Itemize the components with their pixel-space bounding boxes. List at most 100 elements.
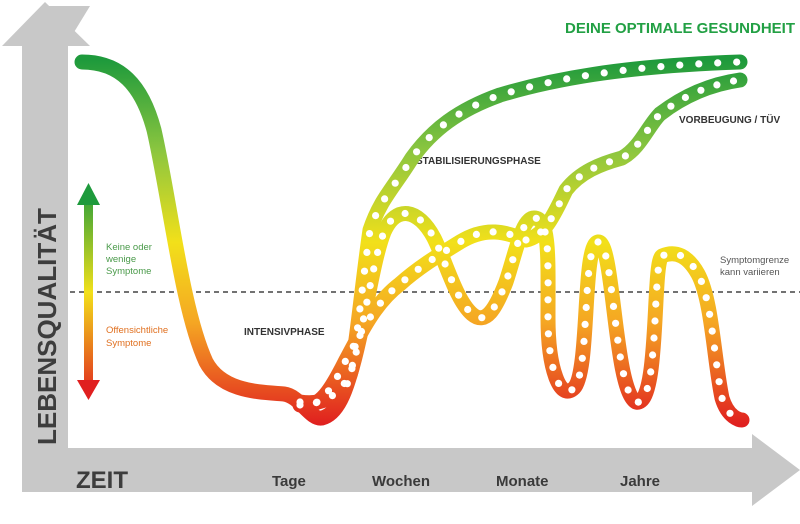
curve-dot (578, 354, 586, 362)
curve-dot (366, 313, 374, 321)
curve-dot (653, 283, 661, 291)
curve-dot (580, 337, 588, 345)
curve-dot (624, 386, 632, 394)
curve-dot (581, 320, 589, 328)
curve-dot (363, 298, 371, 306)
curve-dot (427, 229, 435, 237)
curve-dot (619, 66, 627, 74)
curve-dot (356, 305, 364, 313)
curve-dot (439, 121, 447, 129)
curve-dot (372, 212, 380, 220)
curve-dot (506, 230, 514, 238)
y-axis-arrow (22, 6, 90, 492)
curve-dot (544, 79, 552, 87)
curve-dot (638, 64, 646, 72)
curve-dot (653, 113, 662, 121)
curve-dot (702, 294, 710, 302)
curve-dot (541, 228, 549, 236)
curve-dot (733, 58, 741, 66)
curve-dot (522, 236, 530, 244)
phase-prevention-label: VORBEUGUNG / TÜV (679, 113, 780, 126)
curve-dot (544, 330, 553, 338)
phase-intensive-label: INTENSIVPHASE (244, 327, 325, 338)
curve-dot (514, 239, 522, 247)
axes (2, 2, 800, 506)
x-axis-arrow (22, 434, 800, 506)
curve-dot (376, 299, 384, 307)
curve-dot (650, 334, 658, 342)
threshold-note-line1: Symptomgrenze (720, 255, 789, 266)
curve-dot (391, 179, 399, 187)
y-axis-label: LEBENSQUALITÄT (32, 208, 62, 445)
curve-dot (401, 276, 409, 284)
x-tick-tage: Tage (272, 473, 306, 490)
curve-dot (401, 209, 409, 218)
x-tick-jahre: Jahre (620, 473, 660, 490)
curve-dot (370, 265, 378, 273)
curve-dot (643, 126, 652, 134)
x-axis-label: ZEIT (76, 467, 128, 494)
curve-dot (555, 379, 563, 387)
x-tick-monate: Monate (496, 473, 549, 490)
curve-dot (386, 217, 395, 225)
curve-dot (609, 302, 618, 310)
curve-dot (478, 314, 486, 322)
curve-dot (602, 252, 610, 260)
curve-dot (713, 81, 721, 89)
phase-stabilization-label: STABILISIERUNGSPHASE (416, 156, 541, 167)
curve-dot (654, 266, 662, 274)
curve-dots (296, 58, 741, 417)
curve-dot (435, 244, 443, 252)
curve-dot (402, 163, 410, 172)
curve-dot (547, 215, 555, 223)
curve-dot (544, 313, 552, 321)
x-tick-wochen: Wochen (372, 473, 430, 490)
curve-dot (587, 253, 595, 261)
curve-dot (657, 63, 665, 71)
curve-dot (607, 286, 616, 294)
curve-dot (660, 251, 668, 259)
curve-dot (689, 262, 697, 271)
curve-dot (616, 353, 624, 361)
curve-dot (726, 409, 734, 417)
curve-dot (667, 102, 675, 110)
curve-dot (708, 327, 716, 335)
legend-double-arrow (77, 183, 100, 400)
curve-dot (563, 75, 571, 83)
y-axis-arrowhead (2, 2, 90, 46)
curve-dot (621, 152, 630, 160)
curve-dot (428, 255, 436, 264)
curve-dot (356, 331, 364, 340)
curve-dot (544, 296, 552, 304)
curve-dot (378, 232, 387, 240)
curve-dot (544, 262, 552, 270)
curve-dot (585, 269, 593, 278)
curve-dot (352, 348, 360, 356)
curve-dot (649, 351, 657, 359)
curve-dot (697, 86, 705, 94)
curve-dot (643, 384, 651, 393)
curve-dot (729, 77, 738, 85)
curve-dot (634, 140, 642, 148)
curve-dot (715, 378, 723, 386)
curve-dot (549, 363, 557, 371)
curve-dot (718, 394, 726, 402)
curve-dot (575, 173, 583, 181)
curve-dot (414, 265, 422, 273)
curve-dot (457, 237, 465, 245)
curve-dot (333, 372, 342, 380)
curve-dot (464, 305, 472, 314)
curve-dot (681, 93, 690, 102)
curve-dot (365, 230, 374, 238)
curve-dot (472, 230, 480, 238)
curve-dot (555, 200, 563, 208)
curve-dot (581, 72, 590, 80)
curve-dot (349, 342, 357, 350)
curve-dot (416, 216, 424, 224)
curve-dot (583, 286, 591, 295)
diagram-title: DEINE OPTIMALE GESUNDHEIT (565, 20, 795, 37)
curve-dot (348, 365, 356, 373)
curve-dot (489, 94, 497, 102)
curve-dot (442, 246, 451, 254)
